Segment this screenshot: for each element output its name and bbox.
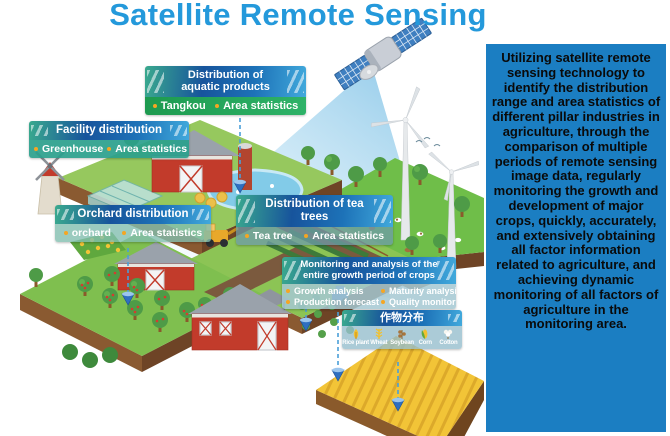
- bullet-icon: [122, 230, 127, 235]
- legend-wheat: Wheat: [367, 328, 390, 346]
- bullet-icon: [63, 230, 68, 235]
- barn-icon: [148, 130, 252, 193]
- satellite-icon: [334, 18, 432, 90]
- callout-orchard-title: Orchard distribution: [55, 205, 211, 224]
- callout-aquatic-items: Tangkou Area statistics: [145, 96, 306, 115]
- bullet-icon: [381, 300, 386, 305]
- wind-turbine-icon: [370, 86, 479, 269]
- survey-markers: [121, 118, 405, 412]
- legend-cotton: Cotton: [437, 328, 460, 346]
- callout-orchard-distribution: Orchard distribution orchard Area statis…: [55, 205, 211, 242]
- callout-tea-title: Distribution of tea trees: [236, 195, 393, 227]
- callout-monitoring-title: Monitoring and analysis of the entire gr…: [282, 257, 456, 285]
- bullet-icon: [244, 233, 249, 238]
- bullet-icon: [107, 146, 112, 151]
- bullet-icon: [286, 289, 290, 294]
- callout-facility-items: Greenhouse Area statistics: [29, 139, 189, 158]
- callout-monitoring-items: Growth analysis Maturity analysis Produc…: [282, 284, 456, 310]
- callout-crops-title: 作物分布: [342, 310, 462, 327]
- bullet-icon: [286, 300, 290, 305]
- callout-aquatic-title: Distribution of aquatic products: [145, 66, 306, 97]
- info-panel: Utilizing satellite remote sensing techn…: [486, 44, 666, 432]
- crop-legend: Rice plant Wheat Soybean: [342, 326, 462, 350]
- soybean-icon: [398, 330, 406, 340]
- barn-icon: [188, 284, 292, 351]
- callout-aquatic-products: Distribution of aquatic products Tangkou…: [145, 66, 306, 115]
- bullet-icon: [215, 103, 220, 108]
- legend-rice: Rice plant: [342, 328, 369, 346]
- callout-facility-title: Facility distribution: [29, 121, 189, 140]
- cotton-icon: [444, 330, 453, 340]
- callout-tea-items: Tea tree Area statistics: [236, 226, 393, 245]
- callout-growth-monitoring: Monitoring and analysis of the entire gr…: [282, 257, 456, 310]
- callout-tea-trees: Distribution of tea trees Tea tree Area …: [236, 195, 393, 245]
- callout-crop-distribution: 作物分布 Rice plant Wheat: [342, 310, 462, 350]
- callout-facility-distribution: Facility distribution Greenhouse Area st…: [29, 121, 189, 158]
- bullet-icon: [34, 146, 38, 151]
- callout-orchard-items: orchard Area statistics: [55, 223, 211, 242]
- legend-corn: Corn: [414, 328, 437, 346]
- bullet-icon: [152, 103, 157, 108]
- survey-marker: [121, 179, 405, 412]
- bird-icon: [415, 137, 441, 147]
- wheat-icon: [375, 328, 383, 340]
- bullet-icon: [381, 289, 386, 294]
- orchard-trees: [77, 266, 237, 332]
- page-title: Satellite Remote Sensing: [109, 0, 487, 32]
- corn-icon: [421, 329, 428, 340]
- bullet-icon: [304, 233, 309, 238]
- rice-icon: [353, 329, 358, 340]
- legend-soybean: Soybean: [390, 328, 414, 346]
- wheat-field: [316, 336, 484, 436]
